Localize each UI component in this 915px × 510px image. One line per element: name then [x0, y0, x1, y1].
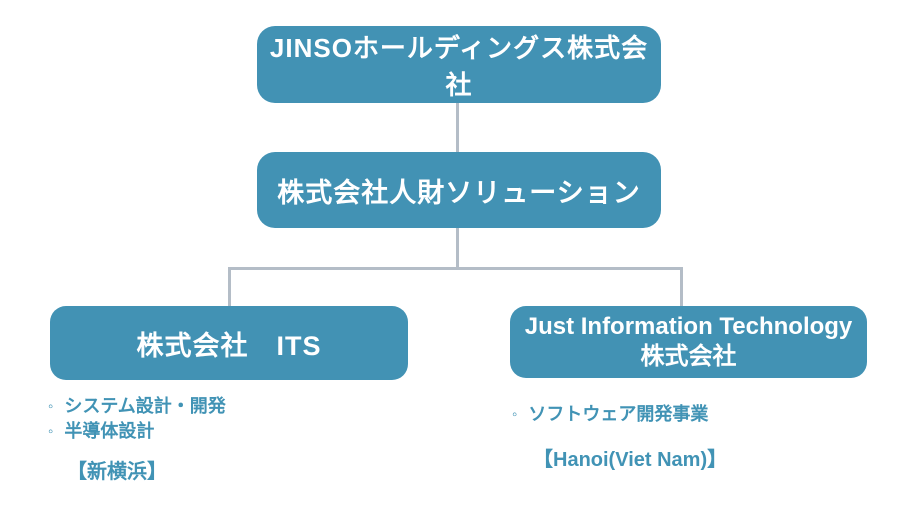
- bullet-icon: ◦: [48, 398, 54, 415]
- list-item: ◦ 半導体設計: [48, 419, 226, 444]
- org-node-holdings: JINSOホールディングス株式会社: [257, 26, 661, 103]
- its-location-label: 【新横浜】: [67, 461, 167, 483]
- connector-branch-to-jit: [680, 267, 683, 306]
- its-business-list: ◦ システム設計・開発 ◦ 半導体設計: [48, 394, 226, 444]
- list-item: ◦ ソフトウェア開発事業: [512, 402, 708, 427]
- connector-root-to-subsidiary: [456, 103, 459, 152]
- org-node-jinzai-solution: 株式会社人財ソリューション: [257, 152, 661, 228]
- its-business-item-2: 半導体設計: [64, 421, 155, 441]
- bullet-icon: ◦: [512, 406, 518, 423]
- org-node-its: 株式会社 ITS: [50, 306, 408, 380]
- its-business-item-1: システム設計・開発: [64, 396, 226, 416]
- jit-business-item-1: ソフトウェア開発事業: [528, 404, 709, 424]
- jit-business-list: ◦ ソフトウェア開発事業: [512, 402, 708, 427]
- bullet-icon: ◦: [48, 423, 54, 440]
- org-node-holdings-label: JINSOホールディングス株式会社: [269, 32, 649, 100]
- org-node-its-label: 株式会社 ITS: [136, 330, 322, 361]
- connector-horizontal-branch: [228, 267, 683, 270]
- jit-location-label: 【Hanoi(Viet Nam)】: [533, 449, 728, 471]
- connector-branch-to-its: [228, 267, 231, 306]
- list-item: ◦ システム設計・開発: [48, 394, 226, 419]
- org-node-jit-label-line1: Just Information Technology: [524, 313, 853, 340]
- org-node-jit: Just Information Technology 株式会社: [510, 306, 867, 378]
- org-node-jinzai-solution-label: 株式会社人財ソリューション: [277, 177, 641, 208]
- connector-subsidiary-stem: [456, 228, 459, 269]
- org-node-jit-label-line2: 株式会社: [640, 343, 737, 370]
